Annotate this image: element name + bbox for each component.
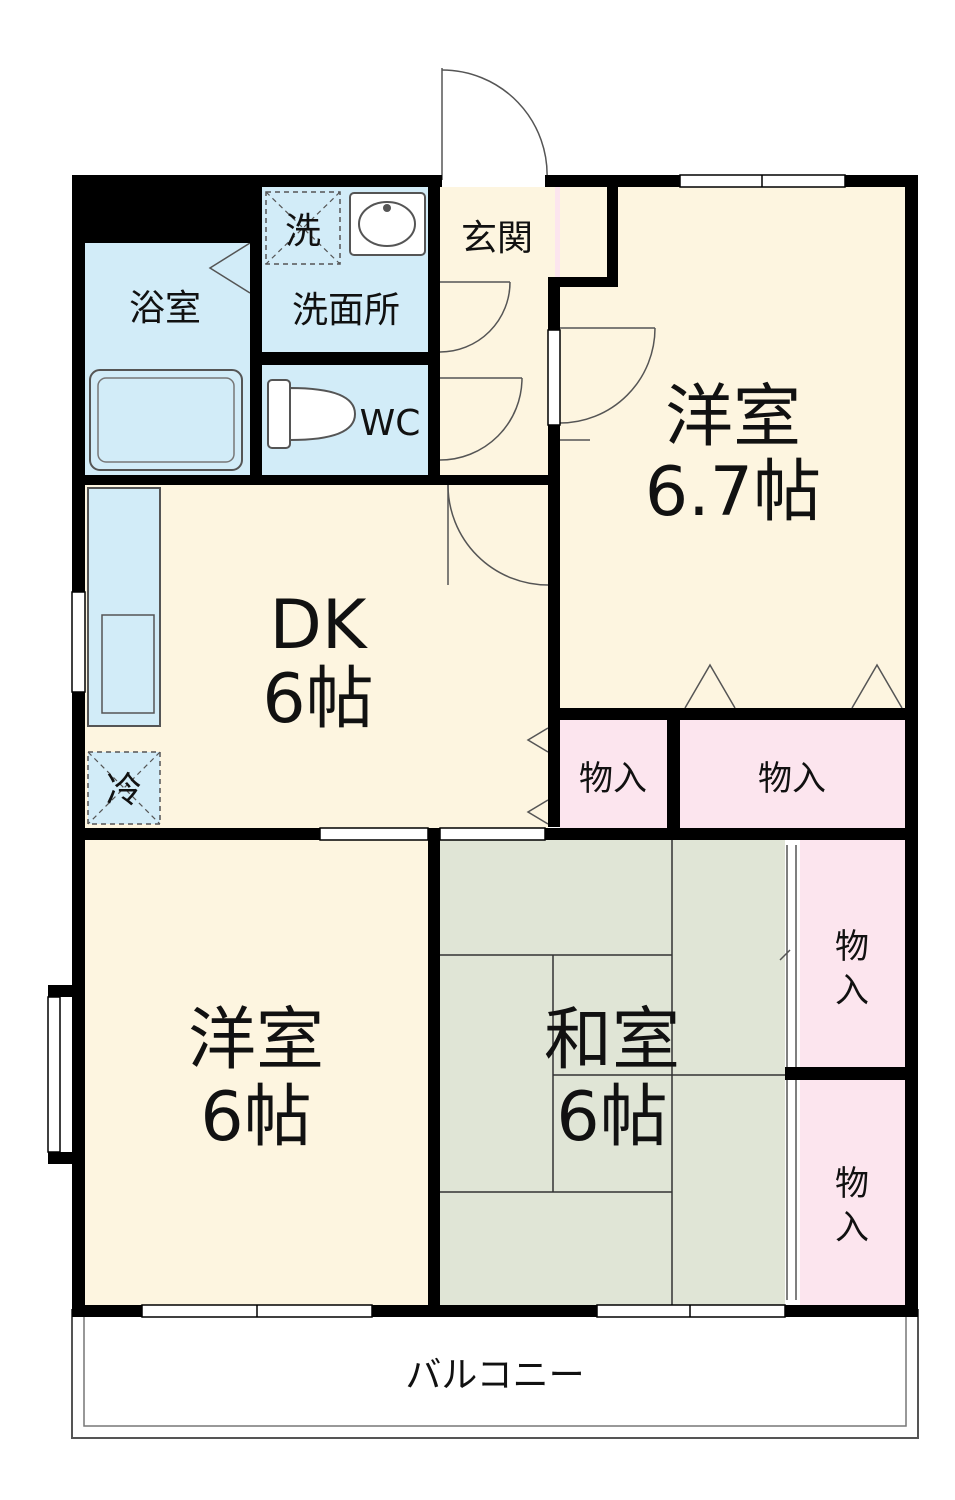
closet-label-a: 物入 <box>579 759 647 799</box>
bathroom-door-swing <box>208 242 251 294</box>
washing-machine-icon <box>265 191 341 265</box>
japanese-room-size: 6帖 <box>556 1078 667 1157</box>
closet-c-floor <box>800 840 905 1070</box>
western-room-sw-size: 6帖 <box>200 1078 311 1157</box>
windows <box>47 174 846 1318</box>
refrigerator-icon <box>87 751 161 825</box>
door-swings <box>439 68 903 961</box>
closet-a-floor <box>560 720 667 828</box>
toilet-icon <box>267 379 357 449</box>
closet-label-c: 物入 <box>835 927 869 1011</box>
closet-d-floor <box>800 1080 905 1305</box>
dk-size: 6帖 <box>262 660 373 739</box>
tatami-lines <box>440 840 785 1305</box>
toilet-label: WC <box>360 403 421 444</box>
dk-name: DK <box>270 586 369 665</box>
japanese-room-floor <box>440 840 785 1305</box>
closet-label-d: 物入 <box>835 1164 869 1248</box>
refrigerator-label: 冷 <box>106 770 142 811</box>
bathroom-label: 浴室 <box>129 288 201 329</box>
washroom-label: 洗面所 <box>292 290 400 331</box>
entrance-floor <box>440 187 555 282</box>
washbasin-icon <box>349 192 426 256</box>
western-room-sw-floor <box>85 840 430 1305</box>
entrance-label: 玄関 <box>461 218 533 259</box>
washing-machine-label: 洗 <box>285 211 321 252</box>
western-room-ne-name: 洋室 <box>665 378 801 457</box>
bathtub <box>89 369 243 471</box>
closet-b-floor <box>680 720 905 828</box>
japanese-room-name: 和室 <box>544 1001 680 1080</box>
kitchen-counter <box>87 487 161 727</box>
dk-floor <box>85 483 548 828</box>
hallway-floor <box>440 282 548 477</box>
western-room-sw-name: 洋室 <box>188 1001 324 1080</box>
closet-label-b: 物入 <box>758 759 826 799</box>
western-room-ne-size: 6.7帖 <box>645 453 821 532</box>
balcony-label: バルコニー <box>405 1355 584 1396</box>
